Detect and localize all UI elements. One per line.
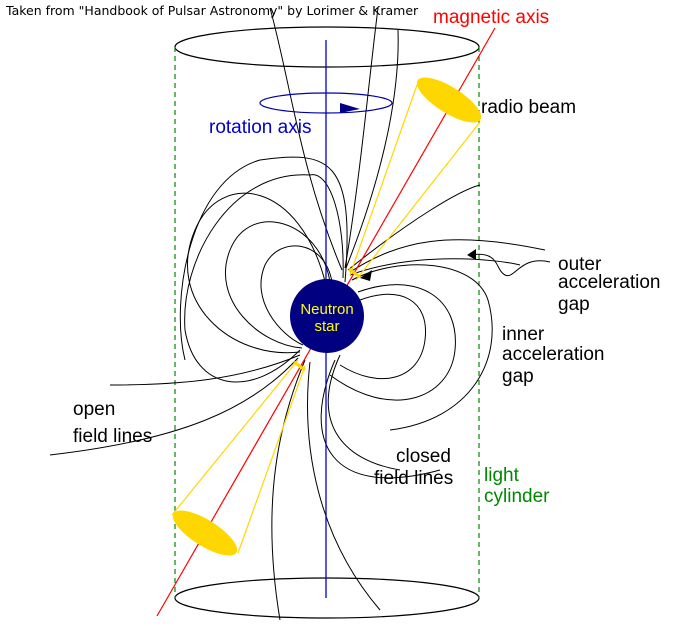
open-field-line — [49, 357, 299, 456]
closed-field-lines-label-1: closed — [396, 446, 451, 467]
field-line — [320, 359, 441, 479]
field-line — [179, 156, 348, 361]
beam-edge — [171, 359, 299, 516]
open-field-line — [269, 7, 343, 271]
open-field-line — [307, 361, 381, 611]
field-line — [339, 293, 427, 380]
beam-edge — [355, 121, 481, 281]
open-field-lines — [49, 7, 399, 621]
outer-gap-pointer — [469, 253, 551, 277]
cylinder-top-ellipse — [174, 26, 480, 68]
outer-gap-label-1: outer — [558, 254, 602, 275]
open-field-lines-label-1: open — [73, 399, 116, 420]
open-field-line — [344, 7, 379, 269]
beam-edge — [349, 84, 418, 276]
rotation-arrow-icon — [340, 103, 360, 113]
beam-edge — [237, 365, 306, 554]
field-line — [224, 221, 331, 349]
magnetic-axis-label: magnetic axis — [433, 7, 550, 28]
field-line — [184, 174, 344, 383]
rotation-ellipse — [259, 92, 393, 114]
outer-gap-label-2: acceleration — [558, 272, 661, 293]
neutron-star-label-1: Neutron — [300, 301, 354, 318]
gap-marker — [348, 267, 361, 279]
field-line — [329, 284, 456, 401]
open-field-line — [109, 354, 301, 386]
light-cylinder-label-2: cylinder — [484, 486, 550, 507]
radio-beam-top — [348, 77, 482, 281]
light-cylinder-label-1: light — [484, 465, 519, 486]
field-line — [260, 245, 333, 346]
neutron-star-label-2: star — [314, 318, 340, 335]
field-line — [327, 354, 401, 471]
inner-gap-label-1: inner — [502, 324, 545, 345]
field-line — [351, 264, 493, 431]
field-line — [347, 184, 481, 271]
closed-field-lines — [179, 156, 546, 479]
open-field-line — [345, 29, 399, 269]
inner-gap-label-2: acceleration — [502, 344, 605, 365]
inner-gap-arrowhead — [360, 270, 372, 281]
outer-gap-label-3: gap — [558, 294, 590, 315]
gap-marker — [293, 360, 306, 372]
neutron-star — [290, 279, 364, 353]
inner-gap-label-3: gap — [502, 366, 534, 387]
rotation-axis-label: rotation axis — [209, 117, 312, 138]
field-line — [187, 192, 327, 354]
beam-ellipse — [416, 77, 482, 123]
field-line — [349, 258, 521, 276]
closed-field-lines-label-2: field lines — [374, 468, 454, 489]
radio-beam-bottom — [171, 359, 306, 556]
radio-beam-label: radio beam — [481, 97, 577, 118]
field-line — [349, 239, 546, 273]
open-field-lines-label-2: field lines — [73, 426, 153, 447]
credit-text: Taken from "Handbook of Pulsar Astronomy… — [6, 3, 419, 18]
cylinder-bottom-ellipse — [174, 577, 480, 619]
light-cylinder — [174, 26, 480, 619]
beam-ellipse — [172, 510, 238, 556]
outer-gap-arrowhead — [467, 249, 476, 260]
open-field-line — [271, 359, 306, 621]
